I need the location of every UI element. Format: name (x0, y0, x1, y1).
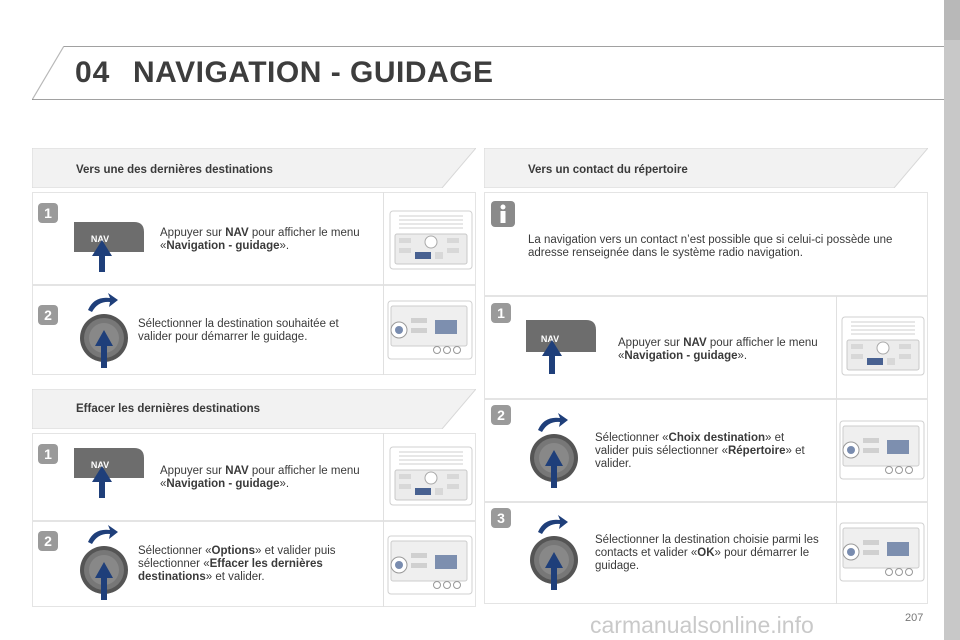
svg-text:2: 2 (44, 307, 52, 323)
page-title: NAVIGATION - GUIDAGE (133, 56, 494, 89)
chapter-sidebar (944, 0, 960, 640)
section-heading-band (32, 389, 476, 429)
page-number: 207 (905, 612, 924, 624)
radio-panel-image (387, 300, 473, 360)
step-number-badge: 1 (38, 203, 58, 223)
sidebar-top (944, 0, 960, 40)
rotary-knob-icon (80, 293, 128, 368)
divider (836, 296, 837, 399)
step-text: Sélectionner la destination souhaitée et… (138, 318, 339, 343)
nav-button-icon: NAV (74, 222, 144, 272)
step-text: Appuyer sur NAV pour afficher le menu «N… (160, 465, 360, 490)
info-icon (491, 201, 515, 227)
section-heading: Effacer les dernières destinations (76, 403, 261, 415)
section-heading-band (484, 148, 928, 188)
radio-panel-image (839, 522, 925, 582)
footer-watermark: carmanualsonline.info (590, 612, 814, 638)
section-heading: Vers un contact du répertoire (528, 164, 688, 176)
svg-text:NAV: NAV (541, 334, 559, 344)
svg-text:NAV: NAV (91, 234, 109, 244)
step-number-badge: 2 (38, 531, 58, 551)
rotary-knob-icon (530, 413, 578, 488)
divider (383, 433, 384, 521)
step-text: Appuyer sur NAV pour afficher le menu «N… (160, 227, 360, 252)
info-text: La navigation vers un contact n’est poss… (528, 234, 893, 259)
divider (383, 521, 384, 607)
section-heading-band (32, 148, 476, 188)
step-text: Appuyer sur NAV pour afficher le menu «N… (618, 337, 818, 362)
radio-panel-image (839, 420, 925, 480)
svg-text:3: 3 (497, 510, 505, 526)
header-band (32, 46, 957, 100)
info-box (484, 192, 928, 296)
step-text: Sélectionner «Choix destination» et vali… (595, 432, 805, 470)
divider (383, 285, 384, 375)
svg-text:1: 1 (44, 446, 52, 462)
step-number-badge: 1 (38, 444, 58, 464)
nav-button-icon: NAV (74, 448, 144, 498)
section-heading: Vers une des dernières destinations (76, 164, 273, 176)
svg-text:2: 2 (44, 533, 52, 549)
svg-text:2: 2 (497, 407, 505, 423)
nav-button-icon: NAV (526, 320, 596, 374)
step-number-badge: 1 (491, 303, 511, 323)
svg-text:1: 1 (44, 205, 52, 221)
chapter-number: 04 (75, 56, 111, 89)
divider (836, 399, 837, 502)
radio-panel-image (387, 535, 473, 595)
radio-panel-image (841, 316, 925, 376)
divider (383, 192, 384, 285)
rotary-knob-icon (530, 515, 578, 590)
step-text: Sélectionner la destination choisie parm… (595, 534, 819, 572)
svg-text:1: 1 (497, 305, 505, 321)
divider (836, 502, 837, 604)
step-text: Sélectionner «Options» et valider puis s… (138, 545, 336, 583)
rotary-knob-icon (80, 525, 128, 600)
step-number-badge: 3 (491, 508, 511, 528)
radio-panel-image (389, 446, 473, 506)
step-number-badge: 2 (491, 405, 511, 425)
radio-panel-image (389, 210, 473, 270)
step-number-badge: 2 (38, 305, 58, 325)
svg-text:NAV: NAV (91, 460, 109, 470)
